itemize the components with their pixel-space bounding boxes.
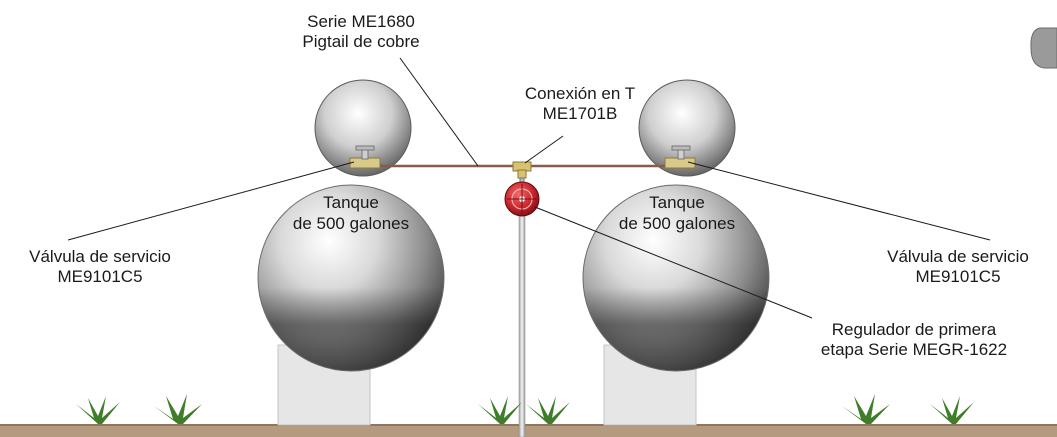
service-valve-right: [664, 145, 696, 169]
leader-regulator: [534, 206, 813, 319]
label-regulator: Regulador de primera etapa Serie MEGR-16…: [798, 320, 1030, 360]
tank-label-right-line1: Tanque: [649, 193, 705, 212]
plant-4: [526, 396, 570, 424]
leader-valve-left: [67, 161, 355, 241]
label-regulator-line2: etapa Serie MEGR-1622: [820, 340, 1008, 359]
dome-left: [314, 79, 412, 177]
partial-tank-edge: [1030, 27, 1057, 69]
leader-valve-right: [687, 161, 991, 241]
plant-5: [842, 394, 890, 424]
label-valve-right-line2: ME9101C5: [915, 267, 1001, 286]
leader-tee: [524, 135, 564, 164]
plant-6: [930, 396, 974, 424]
tank-label-right: Tanque de 500 galones: [612, 192, 742, 234]
tank-label-left: Tanque de 500 galones: [286, 192, 416, 234]
first-stage-regulator: [504, 181, 540, 217]
label-tee: Conexión en T ME1701B: [510, 84, 650, 124]
label-pigtail: Serie ME1680 Pigtail de cobre: [286, 12, 436, 52]
dome-right: [638, 79, 736, 177]
label-tee-line2: ME1701B: [542, 104, 618, 123]
label-regulator-line1: Regulador de primera: [831, 320, 997, 339]
label-valve-left: Válvula de servicio ME9101C5: [0, 247, 200, 287]
tank-label-left-line1: Tanque: [323, 193, 379, 212]
label-valve-right: Válvula de servicio ME9101C5: [860, 247, 1056, 287]
plants: [76, 394, 974, 424]
leader-pigtail: [399, 57, 479, 167]
tank-left: [257, 184, 445, 372]
label-valve-right-line1: Válvula de servicio: [887, 247, 1029, 266]
tank-right: [582, 184, 770, 372]
label-pigtail-line1: Serie ME1680: [307, 12, 415, 31]
regulator-pole: [518, 211, 526, 437]
ground: [0, 424, 1057, 437]
tee-fitting: [512, 161, 532, 179]
label-valve-left-line1: Válvula de servicio: [29, 247, 171, 266]
label-pigtail-line2: Pigtail de cobre: [302, 32, 420, 51]
label-valve-left-line2: ME9101C5: [57, 267, 143, 286]
plant-2: [154, 394, 202, 424]
tank-label-right-line2: de 500 galones: [618, 214, 736, 233]
tank-label-left-line2: de 500 galones: [292, 214, 410, 233]
plant-3: [478, 396, 522, 424]
plant-1: [76, 396, 120, 424]
label-tee-line1: Conexión en T: [524, 84, 636, 103]
